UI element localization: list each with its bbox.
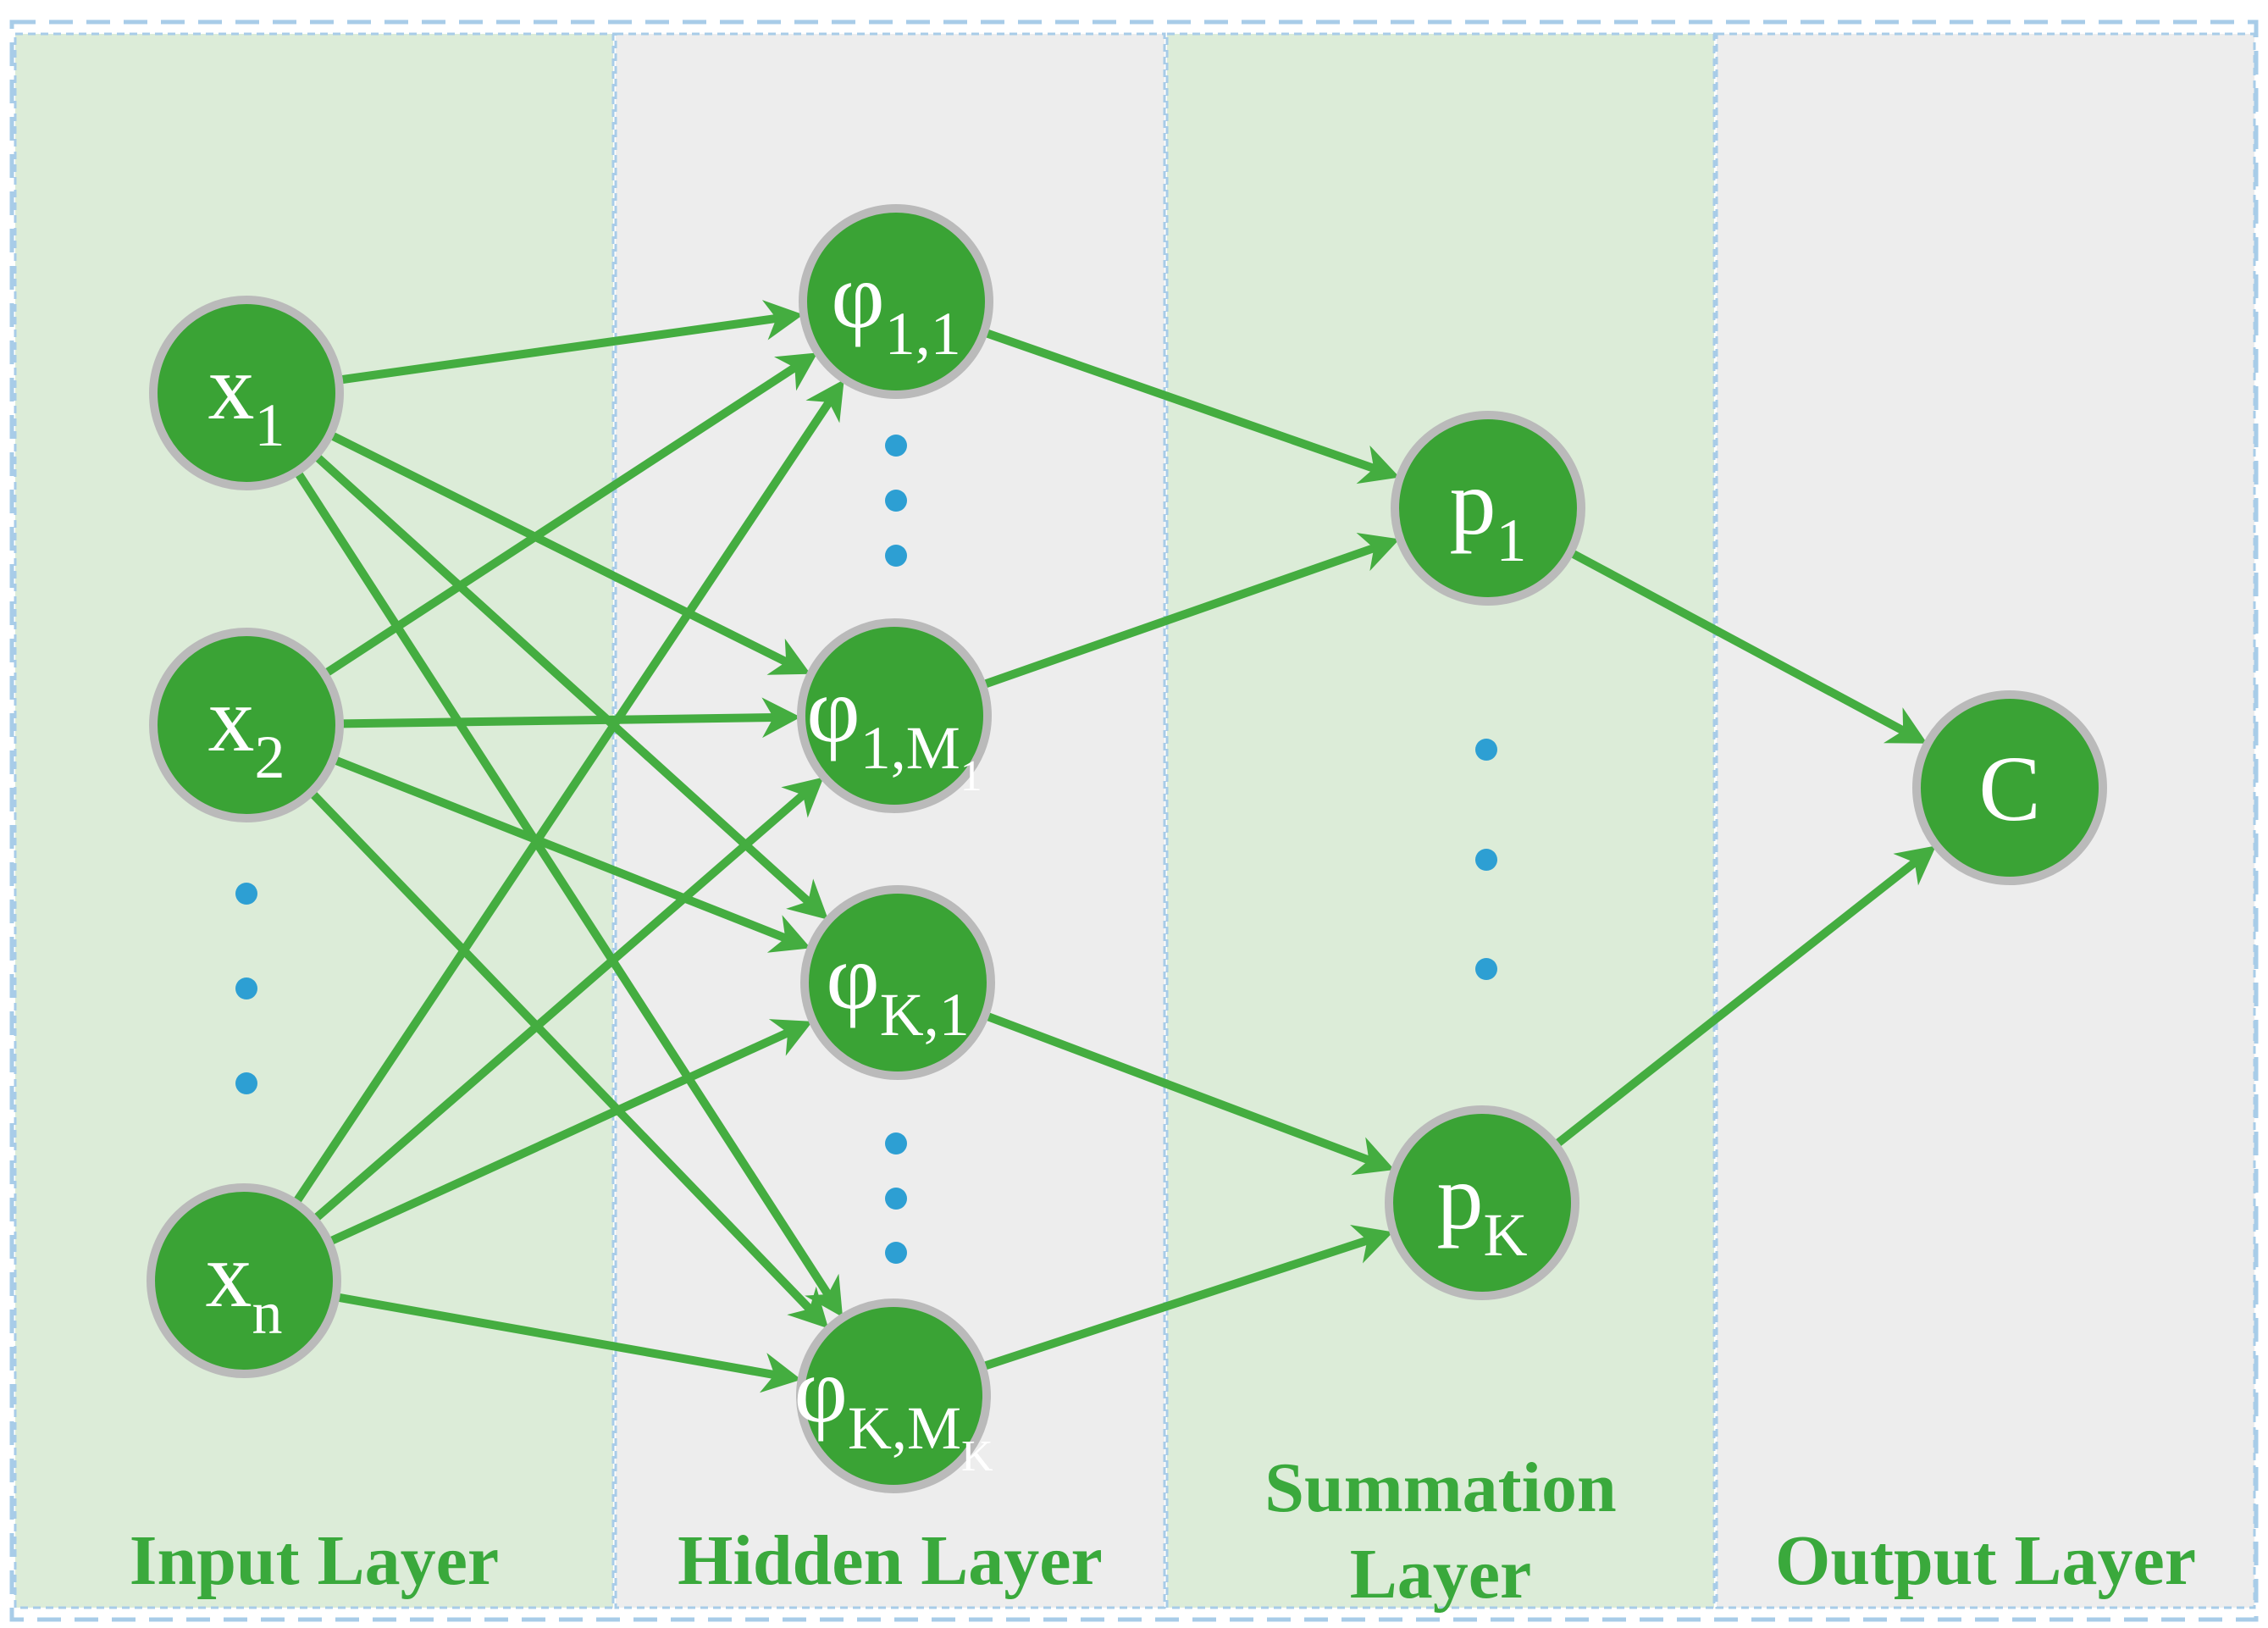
hidden-upper-ellipsis [885,435,907,567]
edge-xn-to-phi-K-1 [329,1019,813,1245]
ellipsis-dot [1475,739,1497,761]
node-label-part: φ [806,658,860,761]
ellipsis-dot [1475,958,1497,980]
hidden-lower-ellipsis [885,1132,907,1264]
ellipsis-dot [885,1242,907,1264]
node-x1 [149,296,344,490]
ellipsis-dot [235,977,257,1000]
node-label-part: 1 [255,391,285,459]
layer-caption-summation-line1: Summation [1264,1448,1616,1527]
node-pK [1385,1105,1579,1300]
edge-pK-to-C [1554,845,1937,1148]
node-label-part: K,1 [880,981,970,1049]
edge-x1-to-phi-1-M1 [329,431,811,675]
node-p1 [1391,411,1585,606]
node-label-xn: xn [206,1223,283,1347]
input-ellipsis [235,883,257,1094]
node-phi-K-1 [800,885,995,1080]
ellipsis-dot [1475,849,1497,871]
edge-phi-K-MK-to-pK [982,1224,1393,1371]
layer-caption-input: Input Layer [130,1521,499,1600]
node-label-part: 1,1 [885,300,961,368]
edge-x1-to-phi-1-1 [340,300,804,385]
node-label-part: x [208,667,255,771]
node-label-phi-K-1: φK,1 [826,925,970,1049]
edge-x2-to-phi-1-M1 [341,697,801,739]
ellipsis-dot [235,1072,257,1094]
node-label-part: p [1437,1145,1484,1249]
node-label-C: C [1978,737,2040,840]
node-label-part: K [1484,1201,1528,1269]
node-label-phi-1-1: φ1,1 [831,244,961,368]
ellipsis-dot [235,883,257,905]
node-label-part: x [208,335,255,439]
edge-xn-to-phi-K-MK [337,1293,802,1393]
node-label-p1: p1 [1450,451,1527,574]
node-phi-1-1 [799,204,993,399]
layer-caption-output: Output Layer [1775,1521,2196,1600]
layer-caption-summation-line2: Layer [1350,1535,1532,1614]
node-label-part: φ [794,1338,848,1442]
layer-band-summation [1165,32,1716,1609]
edge-x2-to-phi-K-MK [309,790,829,1329]
node-label-part: x [206,1223,252,1326]
node-label-part: φ [826,925,880,1028]
layer-caption-hidden: Hidden Layer [678,1521,1103,1600]
node-label-part: C [1978,737,2040,840]
node-label-phi-1-M1: φ1,M1 [806,658,982,800]
node-label-part: φ [831,244,885,347]
node-xn [147,1183,341,1378]
node-label-part: K [961,1432,993,1481]
edge-xn-to-phi-1-M1 [313,777,824,1221]
edge-x1-to-phi-K-MK [295,471,844,1318]
edge-phi-1-M1-to-p1 [983,532,1400,689]
node-phi-1-M1 [797,618,992,813]
node-label-part: 1 [1496,507,1527,574]
edge-phi-1-1-to-p1 [985,329,1400,485]
summation-ellipsis [1475,739,1497,980]
edge-xn-to-phi-1-1 [293,379,844,1204]
node-label-part: K,M [848,1394,961,1462]
edge-x2-to-phi-K-1 [334,756,811,953]
node-phi-K-MK [796,1299,991,1493]
ellipsis-dot [885,545,907,567]
node-label-x1: x1 [208,335,285,459]
ellipsis-dot [885,490,907,512]
edge-p1-to-C [1570,549,1928,744]
node-label-pK: pK [1437,1145,1528,1269]
node-label-phi-K-MK: φK,MK [794,1338,993,1481]
node-label-part: 1,M [860,714,960,782]
node-label-x2: x2 [208,667,285,791]
figure-border [9,19,2259,1622]
node-label-part: 1 [960,752,982,800]
edge-x2-to-phi-1-1 [324,352,818,677]
ellipsis-dot [885,435,907,457]
node-label-part: 2 [255,723,285,791]
node-label-part: n [252,1279,283,1347]
node-label-part: p [1450,451,1496,554]
ellipsis-dot [885,1132,907,1155]
ellipsis-dot [885,1188,907,1210]
node-x2 [149,628,344,822]
edge-x1-to-phi-K-1 [314,454,829,920]
node-C [1912,690,2107,885]
edge-phi-K-1-to-pK [985,1012,1395,1176]
